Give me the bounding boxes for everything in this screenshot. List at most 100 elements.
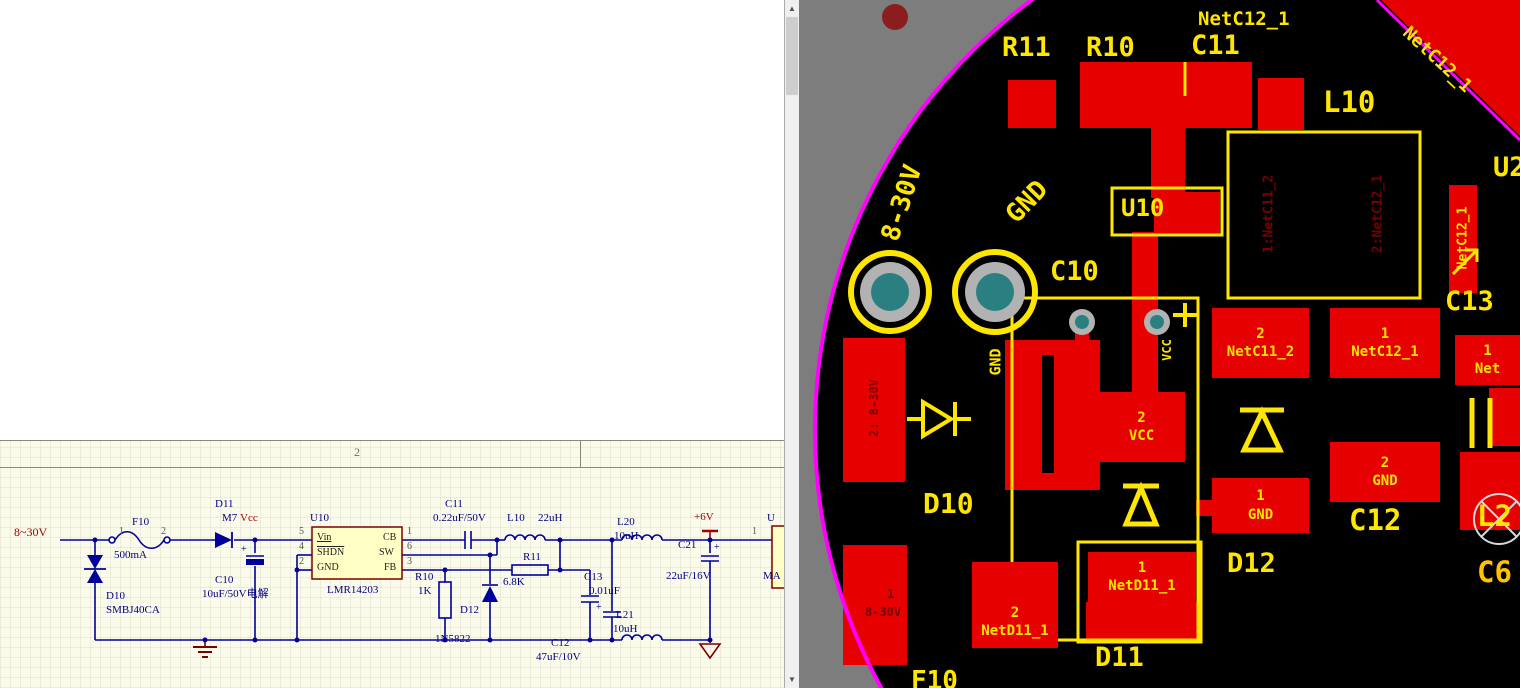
value-d12[interactable]: 1N5822 bbox=[435, 633, 471, 645]
designator-d10[interactable]: D10 bbox=[923, 487, 974, 520]
designator-u-clipped[interactable]: U bbox=[767, 512, 775, 524]
designator-d11[interactable]: D11 bbox=[1095, 642, 1144, 673]
value-l21[interactable]: 10uH bbox=[613, 623, 638, 635]
designator-d10[interactable]: D10 bbox=[106, 590, 125, 602]
net-label-gnd[interactable]: GND bbox=[999, 174, 1055, 230]
holes-and-vias[interactable] bbox=[860, 262, 1170, 335]
pad-number-1[interactable]: 1 bbox=[887, 587, 895, 601]
net-label-vcc[interactable]: Vcc bbox=[240, 512, 258, 524]
pin-number[interactable]: 5 bbox=[299, 526, 304, 537]
designator-l20[interactable]: L20 bbox=[617, 516, 635, 528]
value-u10[interactable]: LMR14203 bbox=[327, 584, 379, 596]
designator-d12[interactable]: D12 bbox=[1227, 548, 1276, 579]
value-c21[interactable]: 22uF/16V bbox=[666, 570, 711, 582]
designator-c21[interactable]: C21 bbox=[678, 539, 697, 551]
pad-net-8-30v-pin2[interactable]: 2: 8-30V bbox=[867, 379, 881, 437]
pin-name-cb[interactable]: CB bbox=[383, 532, 397, 543]
sheet-zone-2[interactable]: 2 bbox=[354, 445, 360, 459]
pin-name-gnd[interactable]: GND bbox=[317, 562, 339, 573]
polarity-plus[interactable]: + bbox=[714, 542, 720, 553]
value-c12[interactable]: 47uF/10V bbox=[536, 651, 581, 663]
copper-layer[interactable] bbox=[843, 0, 1520, 665]
designator-l10[interactable]: L10 bbox=[1323, 85, 1376, 119]
value-d11[interactable]: M7 bbox=[222, 512, 238, 524]
pin-name-vin[interactable]: Vin bbox=[317, 532, 332, 543]
pad-net-l10-pin2[interactable]: 2:NetC12_1 bbox=[1370, 174, 1386, 254]
designator-c13[interactable]: C13 bbox=[584, 571, 603, 583]
value-l20[interactable]: 10uH bbox=[614, 530, 639, 542]
designator-c6-clipped[interactable]: C6 bbox=[1477, 555, 1512, 589]
designator-l21[interactable]: L21 bbox=[616, 609, 634, 621]
net-label-netc12-1-top[interactable]: NetC12_1 bbox=[1198, 8, 1290, 30]
value-u-clipped[interactable]: MA bbox=[763, 570, 781, 582]
pin-number[interactable]: 4 bbox=[299, 541, 304, 552]
value-r10[interactable]: 1K bbox=[418, 585, 432, 597]
designator-l10[interactable]: L10 bbox=[507, 512, 525, 524]
designator-f10[interactable]: F10 bbox=[132, 516, 150, 528]
value-c10[interactable]: 10uF/50V电解 bbox=[202, 588, 269, 600]
pin-number[interactable]: 2 bbox=[299, 556, 304, 567]
net-label-8-30v[interactable]: 8~30V bbox=[14, 525, 48, 539]
designator-f10-clipped[interactable]: F10 bbox=[911, 666, 958, 688]
polarity-plus[interactable]: + bbox=[241, 544, 247, 555]
scrollbar-thumb[interactable] bbox=[786, 17, 798, 95]
pin-number[interactable]: 3 bbox=[407, 556, 412, 567]
designator-c10[interactable]: C10 bbox=[1050, 256, 1099, 287]
net-label-gnd-2[interactable]: GND bbox=[986, 348, 1005, 376]
designator-c11[interactable]: C11 bbox=[445, 498, 463, 510]
value-c13[interactable]: 0.01uF bbox=[589, 585, 620, 597]
designator-c13[interactable]: C13 bbox=[1445, 286, 1494, 317]
pin-number[interactable]: 1 bbox=[407, 526, 412, 537]
pin-name-shdn[interactable]: SHDN bbox=[317, 547, 345, 558]
scrollbar-down-button[interactable]: ▼ bbox=[785, 671, 799, 688]
value-d10[interactable]: SMBJ40CA bbox=[106, 604, 160, 616]
value-r11[interactable]: 6.8K bbox=[503, 576, 525, 588]
pin-name-sw[interactable]: SW bbox=[379, 547, 394, 558]
designator-d11[interactable]: D11 bbox=[215, 498, 234, 510]
value-l10[interactable]: 22uH bbox=[538, 512, 563, 524]
pin-number[interactable]: 2 bbox=[161, 526, 166, 537]
value-c11[interactable]: 0.22uF/50V bbox=[433, 512, 486, 524]
net-label-netc12-1-corner[interactable]: NetC12_1 bbox=[1398, 22, 1477, 97]
pad-net-8-30v-pin1[interactable]: 8-30V bbox=[865, 605, 902, 619]
designator-u10[interactable]: U10 bbox=[1121, 194, 1165, 222]
pin-number[interactable]: 6 bbox=[407, 541, 412, 552]
designator-r10[interactable]: R10 bbox=[415, 571, 434, 583]
pin-number[interactable]: 1 bbox=[752, 526, 757, 537]
designator-u10[interactable]: U10 bbox=[310, 512, 329, 524]
silkscreen-layer[interactable] bbox=[848, 62, 1493, 644]
designator-l20-clipped[interactable]: L2 bbox=[1477, 499, 1512, 533]
pin-number[interactable]: 1 bbox=[119, 526, 124, 537]
vertical-scrollbar[interactable]: ▲ ▼ bbox=[784, 0, 799, 688]
net-label-netc12-1-right[interactable]: NetC12_1 bbox=[1455, 206, 1471, 270]
designator-u2-clipped[interactable]: U2 bbox=[1493, 152, 1520, 183]
pin-name-fb[interactable]: FB bbox=[384, 562, 397, 573]
designator-r11[interactable]: R11 bbox=[523, 551, 541, 563]
polarity-plus[interactable]: + bbox=[596, 602, 602, 613]
net-label-8-30v[interactable]: 8-30V bbox=[875, 161, 929, 245]
designator-d12[interactable]: D12 bbox=[460, 604, 479, 616]
designator-c12[interactable]: C12 bbox=[1349, 503, 1402, 537]
pad-net-l10-pin1[interactable]: 1:NetC11_2 bbox=[1261, 174, 1277, 254]
value-f10[interactable]: 500mA bbox=[114, 549, 147, 561]
designator-c11[interactable]: C11 bbox=[1191, 30, 1240, 61]
schematic-canvas[interactable] bbox=[0, 0, 784, 688]
schematic-symbols[interactable] bbox=[84, 525, 784, 660]
designator-c10[interactable]: C10 bbox=[215, 574, 234, 586]
scrollbar-up-button[interactable]: ▲ bbox=[785, 0, 799, 17]
designator-r11[interactable]: R11 bbox=[1002, 32, 1051, 63]
power-label-plus6v[interactable]: +6V bbox=[694, 511, 714, 523]
designator-c12[interactable]: C12 bbox=[551, 637, 570, 649]
designator-r10[interactable]: R10 bbox=[1086, 32, 1135, 63]
net-label-vcc-small[interactable]: VCC bbox=[1160, 339, 1174, 361]
